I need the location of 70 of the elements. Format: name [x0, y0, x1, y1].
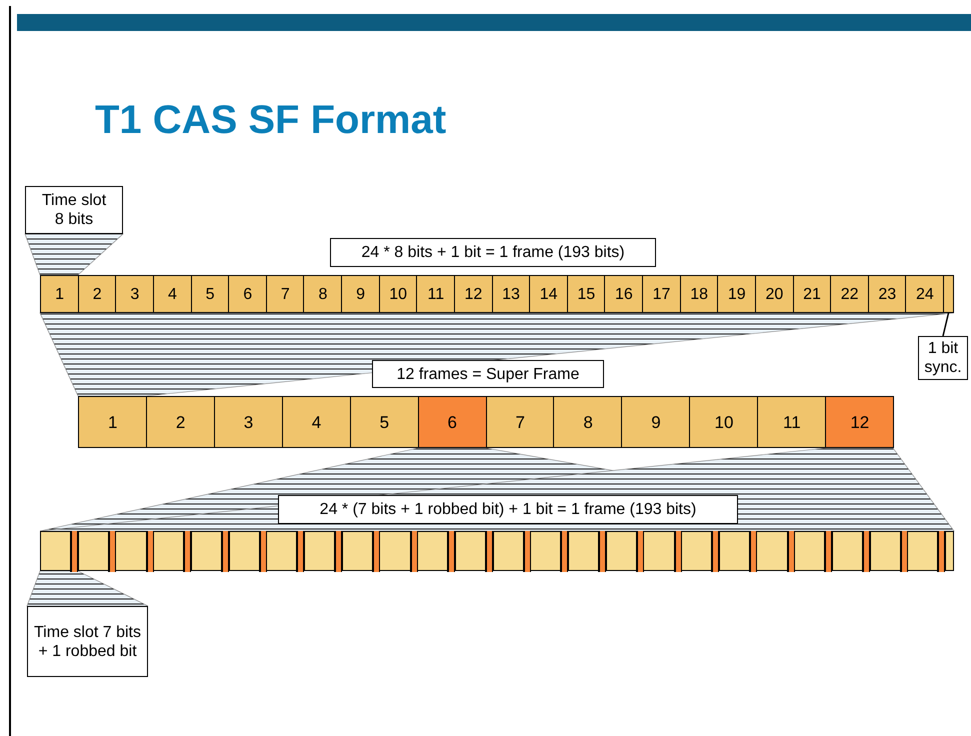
time-slot-box: [794, 531, 834, 571]
time-slot-box: 6: [228, 275, 268, 313]
frame-box: 2: [146, 396, 216, 448]
time-slot-box: 8: [303, 275, 342, 313]
time-slot-box: [342, 531, 381, 571]
time-slot-box: 24: [905, 275, 944, 313]
time-slot-box: 17: [642, 275, 682, 313]
time-slot-box: 13: [492, 275, 531, 313]
frame-box: 11: [757, 396, 827, 448]
frame-box: 4: [282, 396, 352, 448]
time-slot-box: 9: [341, 275, 380, 313]
frame-box: 12: [825, 396, 894, 448]
time-slot-box: [153, 531, 192, 571]
leader-line: [942, 312, 950, 336]
time-slot-box: [115, 531, 155, 571]
time-slot-box: [492, 531, 532, 571]
frame-box: 1: [78, 396, 148, 448]
time-slot-box: [606, 531, 645, 571]
time-slot-box: 2: [78, 275, 117, 313]
time-slot-box: 4: [152, 275, 192, 313]
time-slot-box: [681, 531, 720, 571]
frame-box: 3: [214, 396, 284, 448]
frame-box: 6: [418, 396, 487, 448]
time-slot-box: 10: [378, 275, 418, 313]
time-slot-box: 19: [717, 275, 756, 313]
time-slot-box: [832, 531, 872, 571]
time-slot-box: 1: [40, 275, 80, 313]
sync-bit: [945, 531, 954, 571]
frame-box: 10: [689, 396, 759, 448]
time-slot-box: [643, 531, 683, 571]
time-slot-box: [568, 531, 608, 571]
time-slot-box: [870, 531, 909, 571]
slide-title: T1 CAS SF Format: [95, 98, 446, 143]
time-slot-box: 15: [566, 275, 606, 313]
time-slot-box: [756, 531, 796, 571]
time-slot-box: 11: [416, 275, 456, 313]
time-slot-box: 20: [754, 275, 794, 313]
time-slot-box: [190, 531, 230, 571]
caption-box: 12 frames = Super Frame: [372, 360, 604, 388]
caption-box: 24 * 8 bits + 1 bit = 1 frame (193 bits): [330, 238, 656, 267]
time-slot-box: 3: [115, 275, 154, 313]
time-slot-box: [379, 531, 419, 571]
callout-box: Time slot 8 bits: [25, 186, 123, 234]
time-slot-box: 16: [604, 275, 644, 313]
time-slot-box: 5: [190, 275, 230, 313]
time-slot-box: 22: [830, 275, 870, 313]
time-slot-box: [304, 531, 344, 571]
time-slot-box: 21: [792, 275, 832, 313]
frame-box: 5: [350, 396, 420, 448]
time-slot-box: 18: [680, 275, 719, 313]
time-slot-box: [78, 531, 117, 571]
sync-bit: [943, 275, 954, 313]
time-slot-box: 12: [454, 275, 493, 313]
time-slot-box: 7: [266, 275, 305, 313]
callout-box: Time slot 7 bits + 1 robbed bit: [27, 606, 148, 677]
time-slot-box: [417, 531, 456, 571]
time-slot-box: [266, 531, 306, 571]
time-slot-box: 14: [529, 275, 568, 313]
time-slot-box: [40, 531, 80, 571]
time-slot-box: [530, 531, 570, 571]
frame-box: 9: [621, 396, 691, 448]
time-slot-box: 23: [868, 275, 907, 313]
time-slot-box: [907, 531, 946, 571]
frame-box: 8: [553, 396, 623, 448]
time-slot-box: [454, 531, 494, 571]
time-slot-box: [228, 531, 268, 571]
callout-box: 1 bit sync.: [918, 336, 968, 380]
caption-box: 24 * (7 bits + 1 robbed bit) + 1 bit = 1 frame (193 bits): [278, 495, 738, 524]
frame-box: 7: [486, 396, 555, 448]
time-slot-box: [718, 531, 758, 571]
